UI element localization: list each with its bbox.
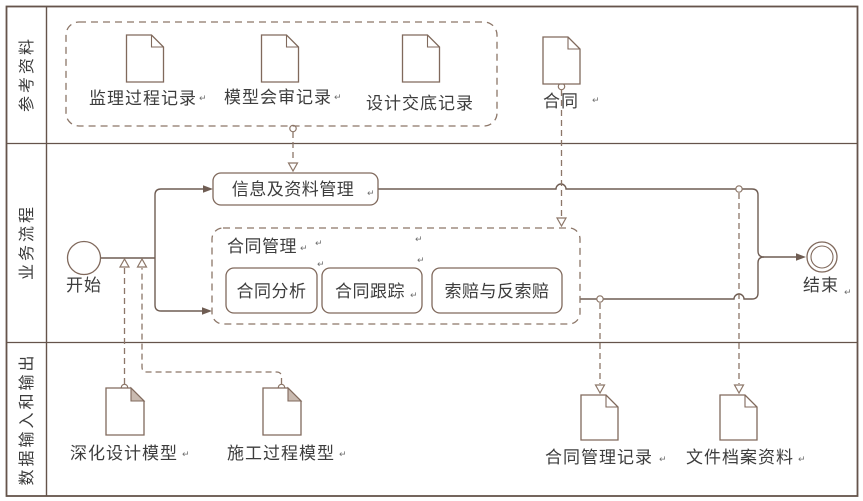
flow-to-info-mgmt bbox=[154, 188, 203, 258]
assoc-construction-model-to-flow bbox=[141, 268, 283, 384]
return-mark: ↵ bbox=[798, 454, 806, 464]
start-event[interactable] bbox=[66, 240, 102, 276]
return-mark: ↵ bbox=[844, 287, 852, 297]
group-contract-management[interactable] bbox=[211, 227, 581, 325]
return-mark: ↵ bbox=[659, 454, 667, 464]
task-claims-counterclaims[interactable] bbox=[431, 267, 563, 314]
doc-label-deepened-design-model: 深化设计模型 bbox=[70, 444, 178, 463]
group-contract-management-title: 合同管理 bbox=[227, 237, 297, 256]
pool-border bbox=[5, 5, 859, 497]
flow-contract-group-to-end bbox=[580, 256, 765, 300]
task-contract-analysis-label: 合同分析 bbox=[237, 282, 307, 301]
task-info-management[interactable] bbox=[212, 172, 379, 206]
doc-label-design-disclosure-record: 设计交底记录 bbox=[366, 94, 474, 113]
end-event[interactable] bbox=[806, 241, 838, 273]
document-icon-model-review-record[interactable] bbox=[260, 34, 300, 83]
doc-label-contract-management-record: 合同管理记录 bbox=[545, 448, 653, 467]
arrowhead-into-end-event bbox=[796, 253, 806, 261]
doc-label-supervision-record: 监理过程记录 bbox=[89, 89, 197, 108]
open-arrowhead-contract-group-top bbox=[555, 217, 568, 228]
lane-label-business-process: 业务流程 bbox=[18, 204, 36, 280]
lane-label-reference-materials: 参考资料 bbox=[18, 36, 36, 112]
arrowhead-into-info-mgmt bbox=[203, 185, 213, 193]
doc-label-contract: 合同 bbox=[543, 92, 579, 111]
lane-label-data-input-output: 数据输入和输出 bbox=[18, 352, 36, 485]
return-mark: ↵ bbox=[367, 188, 375, 198]
open-arrowhead-archive-doc-top bbox=[733, 384, 745, 395]
return-mark: ↵ bbox=[417, 255, 425, 265]
assoc-origin-dot-contract-flow bbox=[596, 295, 604, 303]
task-contract-tracking[interactable] bbox=[321, 267, 423, 314]
open-arrowhead-flow-left bbox=[118, 257, 131, 268]
assoc-origin-dot-archive-flow bbox=[735, 185, 743, 193]
task-contract-analysis[interactable] bbox=[225, 267, 318, 314]
return-mark: ↵ bbox=[199, 93, 207, 103]
flow-to-contract-group bbox=[154, 258, 202, 312]
task-info-management-label: 信息及资料管理 bbox=[232, 180, 355, 199]
task-contract-tracking-label: 合同跟踪 bbox=[335, 282, 405, 301]
document-icon-supervision-record[interactable] bbox=[125, 34, 165, 83]
reference-group-container[interactable] bbox=[65, 21, 498, 127]
doc-label-model-review-record: 模型会审记录 bbox=[224, 88, 332, 107]
arrowhead-into-contract-group bbox=[202, 307, 212, 315]
open-arrowhead-flow-right bbox=[136, 257, 148, 268]
document-icon-contract[interactable] bbox=[542, 36, 581, 85]
return-mark: ↵ bbox=[592, 95, 600, 105]
return-mark: ↵ bbox=[300, 243, 308, 253]
document-icon-file-archive-materials[interactable] bbox=[719, 394, 758, 441]
open-arrowhead-contract-record-top bbox=[594, 384, 606, 395]
task-claims-counterclaims-label: 索赔与反索赔 bbox=[445, 282, 550, 301]
return-mark: ↵ bbox=[315, 238, 323, 248]
return-mark: ↵ bbox=[415, 234, 423, 244]
return-mark: ↵ bbox=[334, 92, 342, 102]
return-mark: ↵ bbox=[339, 449, 347, 459]
document-icon-design-disclosure-record[interactable] bbox=[401, 34, 441, 83]
document-icon-contract-management-record[interactable] bbox=[580, 394, 619, 441]
open-arrowhead-info-mgmt-top bbox=[287, 162, 299, 173]
return-mark: ↵ bbox=[182, 449, 190, 459]
doc-label-file-archive-materials: 文件档案资料 bbox=[686, 448, 794, 467]
return-mark: ↵ bbox=[317, 259, 325, 269]
document-icon-construction-process-model[interactable] bbox=[262, 386, 303, 436]
flow-info-mgmt-to-end bbox=[378, 183, 765, 258]
start-event-label: 开始 bbox=[66, 276, 102, 295]
return-mark: ↵ bbox=[410, 290, 418, 300]
doc-label-construction-process-model: 施工过程模型 bbox=[227, 444, 335, 463]
document-icon-deepened-design-model[interactable] bbox=[105, 386, 146, 436]
assoc-origin-dot-reference-group bbox=[289, 124, 297, 133]
end-event-label: 结束 bbox=[803, 276, 839, 295]
